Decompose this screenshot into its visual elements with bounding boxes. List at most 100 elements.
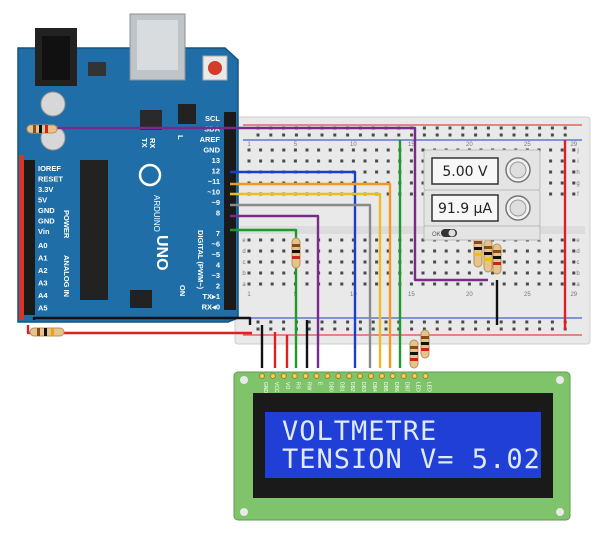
wire-orange <box>230 182 392 368</box>
row-letter: h <box>576 170 579 176</box>
digital-pin-label: 13 <box>212 156 220 165</box>
row-letter: c <box>577 260 580 266</box>
column-number: 25 <box>524 142 531 148</box>
lcd-pin <box>324 373 331 379</box>
lcd-line-2: TENSION V= 5.02 <box>282 444 541 475</box>
digital-pin-label: GND <box>203 146 220 155</box>
digital-pin-label: 12 <box>212 167 220 176</box>
column-number: 15 <box>408 292 415 298</box>
lcd-pin <box>269 373 276 379</box>
resistor <box>26 124 58 134</box>
lcd-pin <box>313 373 320 379</box>
digital-pin-label: 2 <box>216 282 220 291</box>
arduino-brand: ARDUINO <box>152 195 161 232</box>
lcd-line-1: VOLTMETRE <box>282 416 437 447</box>
lcd-pin-label: DB2 <box>349 382 355 392</box>
lcd-pin-label: LED <box>426 382 432 392</box>
digital-pin-label: ~6 <box>211 240 220 249</box>
power-pin-label: IOREF <box>38 164 61 173</box>
column-number: 15 <box>408 142 415 148</box>
analog-pin-label: A3 <box>38 279 48 288</box>
lcd-pin-label: DB4 <box>371 382 377 392</box>
voltmeter-reading: 5.00 V <box>442 164 488 180</box>
row-letter: a <box>576 282 580 288</box>
arduino-board: ARDUINO UNO TX RX ON L POWER ANALOG IN D… <box>17 13 239 323</box>
voltmeter: 5.00 V <box>423 149 541 191</box>
lcd-pin <box>280 373 287 379</box>
meter-switch[interactable]: OK <box>423 225 541 241</box>
digital-pin-label: ~3 <box>211 271 220 280</box>
lcd-pin-label: VCC <box>273 382 279 393</box>
lcd-pin <box>389 373 396 379</box>
digital-pin-label: SCL <box>205 114 220 123</box>
digital-pin-label: ~10 <box>207 188 220 197</box>
lcd-pin-label: DB3 <box>360 382 366 392</box>
digital-pin-label: RX◂0 <box>202 303 220 312</box>
rx-label: RX <box>148 138 157 148</box>
lcd-pin-label: LED <box>415 382 421 392</box>
row-letter: c <box>243 260 246 266</box>
lcd-pin-label: DB7 <box>404 382 410 392</box>
resistor <box>483 239 493 273</box>
capacitor <box>40 91 66 117</box>
column-number: 20 <box>466 292 473 298</box>
column-number: 10 <box>350 292 357 298</box>
lcd-pin <box>302 373 309 379</box>
power-pin-label: 5V <box>38 196 47 205</box>
analog-pin-label: A5 <box>38 304 48 313</box>
wire-purple-e <box>230 214 320 368</box>
lcd-pin <box>422 373 429 379</box>
column-number: 10 <box>350 142 357 148</box>
lcd-pin <box>291 373 298 379</box>
on-label: ON <box>178 285 187 296</box>
lcd-pin-label: RW <box>306 382 312 391</box>
resistor <box>29 327 65 337</box>
switch-label: OK <box>432 232 441 238</box>
lcd-pin <box>411 373 418 379</box>
resistor <box>473 234 483 268</box>
power-pin-label: GND <box>38 217 55 226</box>
digital-pin-label: 8 <box>216 209 220 218</box>
tx-label: TX <box>140 138 149 148</box>
row-letter: b <box>576 271 580 277</box>
wires <box>26 126 567 368</box>
column-number: 1 <box>247 142 251 148</box>
resistor <box>420 329 430 359</box>
power-pin-label: Vin <box>38 227 50 236</box>
row-letter: j <box>576 148 578 154</box>
lcd-pin-label: DB1 <box>338 382 344 392</box>
atmega-chip <box>80 160 108 300</box>
row-letter: f <box>577 192 579 198</box>
column-number: 29 <box>570 142 577 148</box>
l-label: L <box>176 135 185 140</box>
row-letter: d <box>576 249 579 255</box>
digital-pin-label: ~5 <box>211 250 220 259</box>
power-header-label: POWER <box>62 210 71 239</box>
lcd-pin-label: VO <box>284 382 290 389</box>
row-letter: d <box>242 249 245 255</box>
power-pin-label: GND <box>38 206 55 215</box>
resistor <box>492 243 502 275</box>
resistor <box>291 237 301 269</box>
lcd-pin <box>335 373 342 379</box>
ammeter: 91.9 µA <box>423 189 541 227</box>
row-letter: b <box>242 271 246 277</box>
analog-pin-label: A0 <box>38 241 48 250</box>
lcd-pin-label: DB6 <box>393 382 399 392</box>
lcd-pin-label: GND <box>262 382 268 394</box>
digital-pin-label: ~11 <box>208 177 220 186</box>
wire-gray <box>230 203 372 368</box>
analog-pin-label: A2 <box>38 266 48 275</box>
digital-pin-label: 7 <box>216 229 220 238</box>
row-letter: a <box>242 282 246 288</box>
lcd-pin <box>346 373 353 379</box>
power-pin-label: RESET <box>38 175 63 184</box>
lcd-pin <box>259 373 265 379</box>
lcd-pin-label: E <box>317 382 323 386</box>
analog-header-label: ANALOG IN <box>62 255 71 297</box>
lcd-pin-label: DB5 <box>382 382 388 392</box>
